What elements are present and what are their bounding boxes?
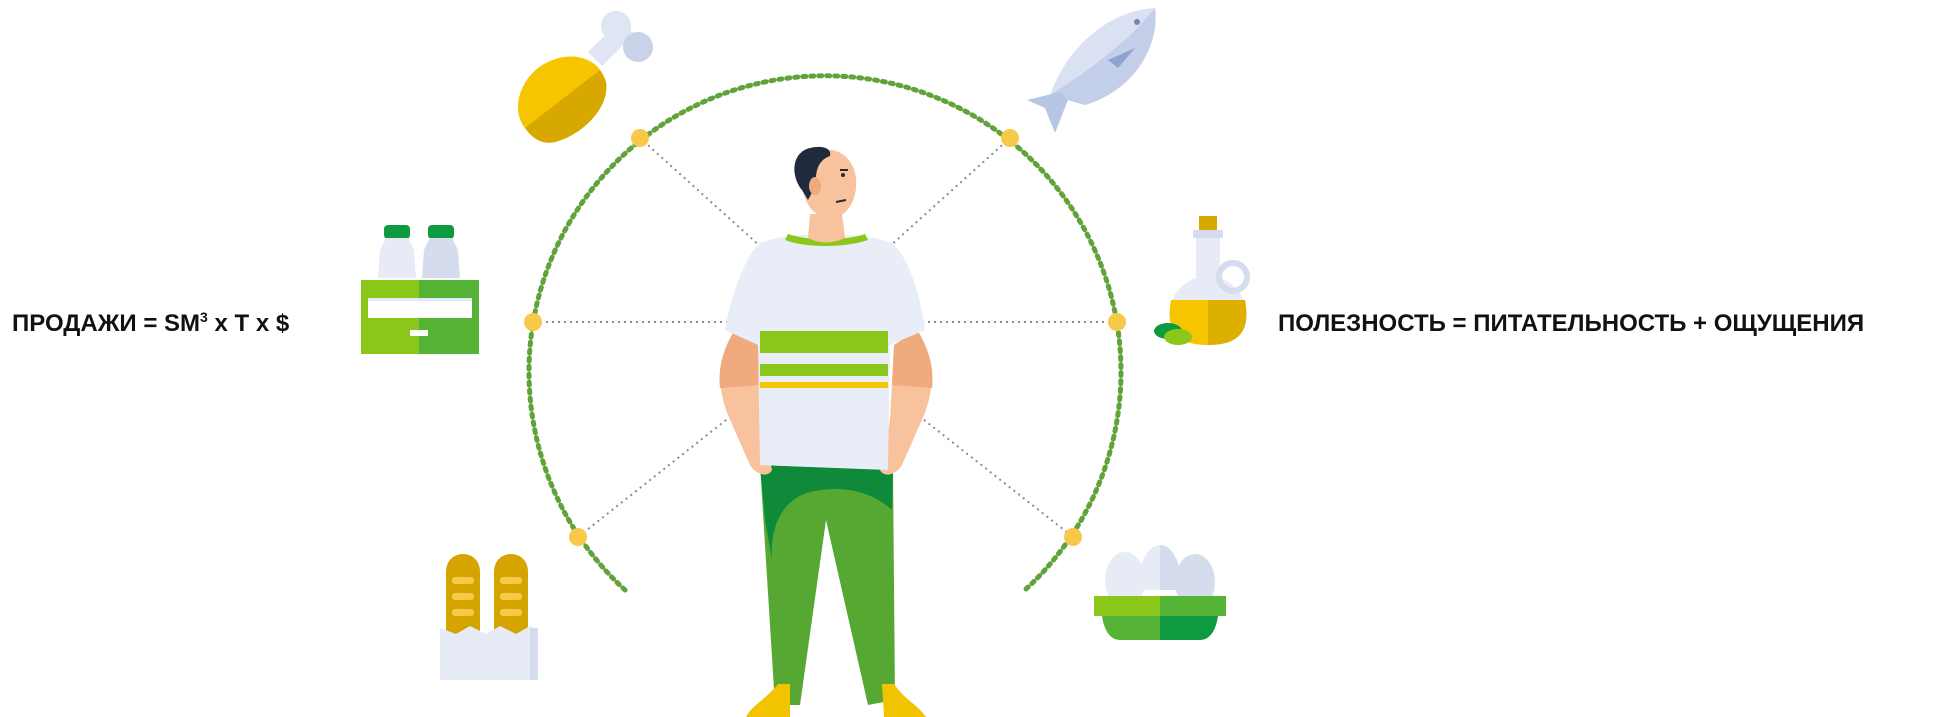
node-bottom-left [569, 528, 587, 546]
connector-top-left [640, 138, 770, 255]
node-mid-right [1108, 313, 1126, 331]
node-top-right [1001, 129, 1019, 147]
node-mid-left [524, 313, 542, 331]
milk-bottles-crate-icon [361, 225, 479, 354]
chicken-leg-icon [518, 11, 653, 143]
node-bottom-right [1064, 528, 1082, 546]
head [794, 147, 856, 218]
connector-top-right [880, 138, 1010, 255]
right-shoe [882, 684, 926, 717]
shirt-stripe-2 [760, 364, 888, 376]
oil-bottle-with-olives-icon [1154, 216, 1247, 345]
left-shoe [746, 684, 790, 717]
person-figure [720, 147, 933, 717]
bread-in-bag-icon [440, 554, 538, 680]
connector-bottom-left [578, 405, 745, 537]
shirt-stripe-1 [760, 331, 888, 353]
node-top-left [631, 129, 649, 147]
shirt-stripe-3 [760, 382, 888, 388]
fish-icon [1027, 8, 1156, 133]
eggs-in-bowl-icon [1094, 545, 1226, 640]
connector-bottom-right [905, 405, 1073, 537]
